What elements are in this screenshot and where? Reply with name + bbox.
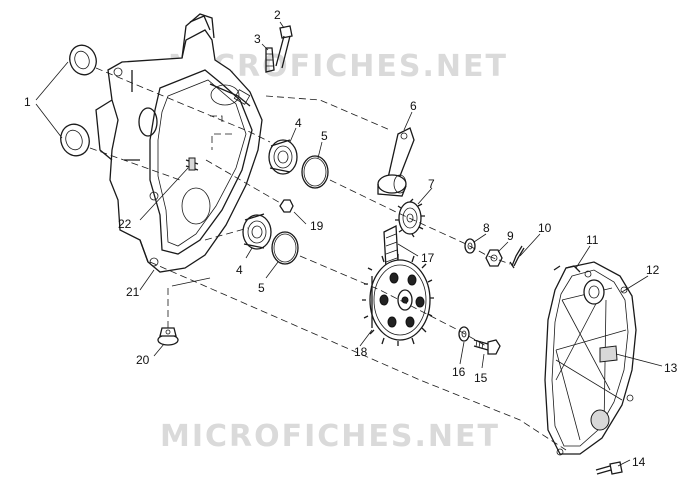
oring-lower	[271, 231, 299, 265]
lower-sprocket	[362, 254, 434, 346]
callout-4-lower: 4	[236, 263, 243, 277]
oring-lower-inner	[273, 233, 297, 263]
callout-21: 21	[126, 285, 140, 299]
pin	[185, 157, 199, 171]
callout-12: 12	[646, 263, 660, 277]
chaincase-housing	[95, 13, 263, 273]
callout-15: 15	[474, 371, 488, 385]
oring-upper	[301, 155, 329, 189]
cotter-pin	[509, 245, 525, 269]
callout-20: 20	[136, 353, 150, 367]
washer-lower-hole	[461, 330, 467, 338]
callout-5-upper: 5	[321, 129, 328, 143]
bearing-upper	[268, 139, 298, 175]
screw-short	[265, 47, 275, 73]
oring-upper-inner	[303, 157, 327, 187]
callout-14: 14	[632, 455, 646, 469]
washer-upper-hole	[467, 242, 473, 250]
callout-7: 7	[428, 177, 435, 191]
callout-6: 6	[410, 99, 417, 113]
callout-22: 22	[118, 217, 132, 231]
hex-bolt	[473, 339, 501, 355]
callout-18: 18	[354, 345, 368, 359]
chaincase-cover	[544, 261, 637, 456]
flange-nut	[157, 327, 179, 346]
callout-5-lower: 5	[258, 281, 265, 295]
seal-upper	[69, 44, 97, 76]
bearing-lower	[242, 213, 272, 250]
watermark-bottom: MICROFICHES.NET	[160, 419, 500, 454]
callout-10: 10	[538, 221, 552, 235]
callout-4-upper: 4	[295, 116, 302, 130]
callout-2: 2	[274, 8, 281, 22]
callout-17: 17	[421, 251, 435, 265]
seal-lower	[60, 123, 90, 157]
small-nut	[279, 199, 294, 213]
leader-lines	[35, 21, 663, 467]
washer-lower	[458, 326, 470, 342]
callout-1: 1	[24, 95, 31, 109]
callout-8: 8	[483, 221, 490, 235]
callout-13: 13	[664, 361, 678, 375]
callout-11: 11	[586, 233, 599, 247]
callout-9: 9	[507, 229, 514, 243]
assembly-axis-lines	[89, 67, 567, 451]
callout-3: 3	[254, 32, 261, 46]
callout-16: 16	[452, 365, 466, 379]
callout-labels: 1 2 3 4 5 6 7 8 9 10 11 12 13 14 15 16 1…	[24, 8, 678, 469]
bolt-long	[275, 25, 293, 69]
callout-19: 19	[310, 219, 324, 233]
tensioner-arm	[377, 127, 415, 197]
cover-screw	[595, 461, 623, 475]
